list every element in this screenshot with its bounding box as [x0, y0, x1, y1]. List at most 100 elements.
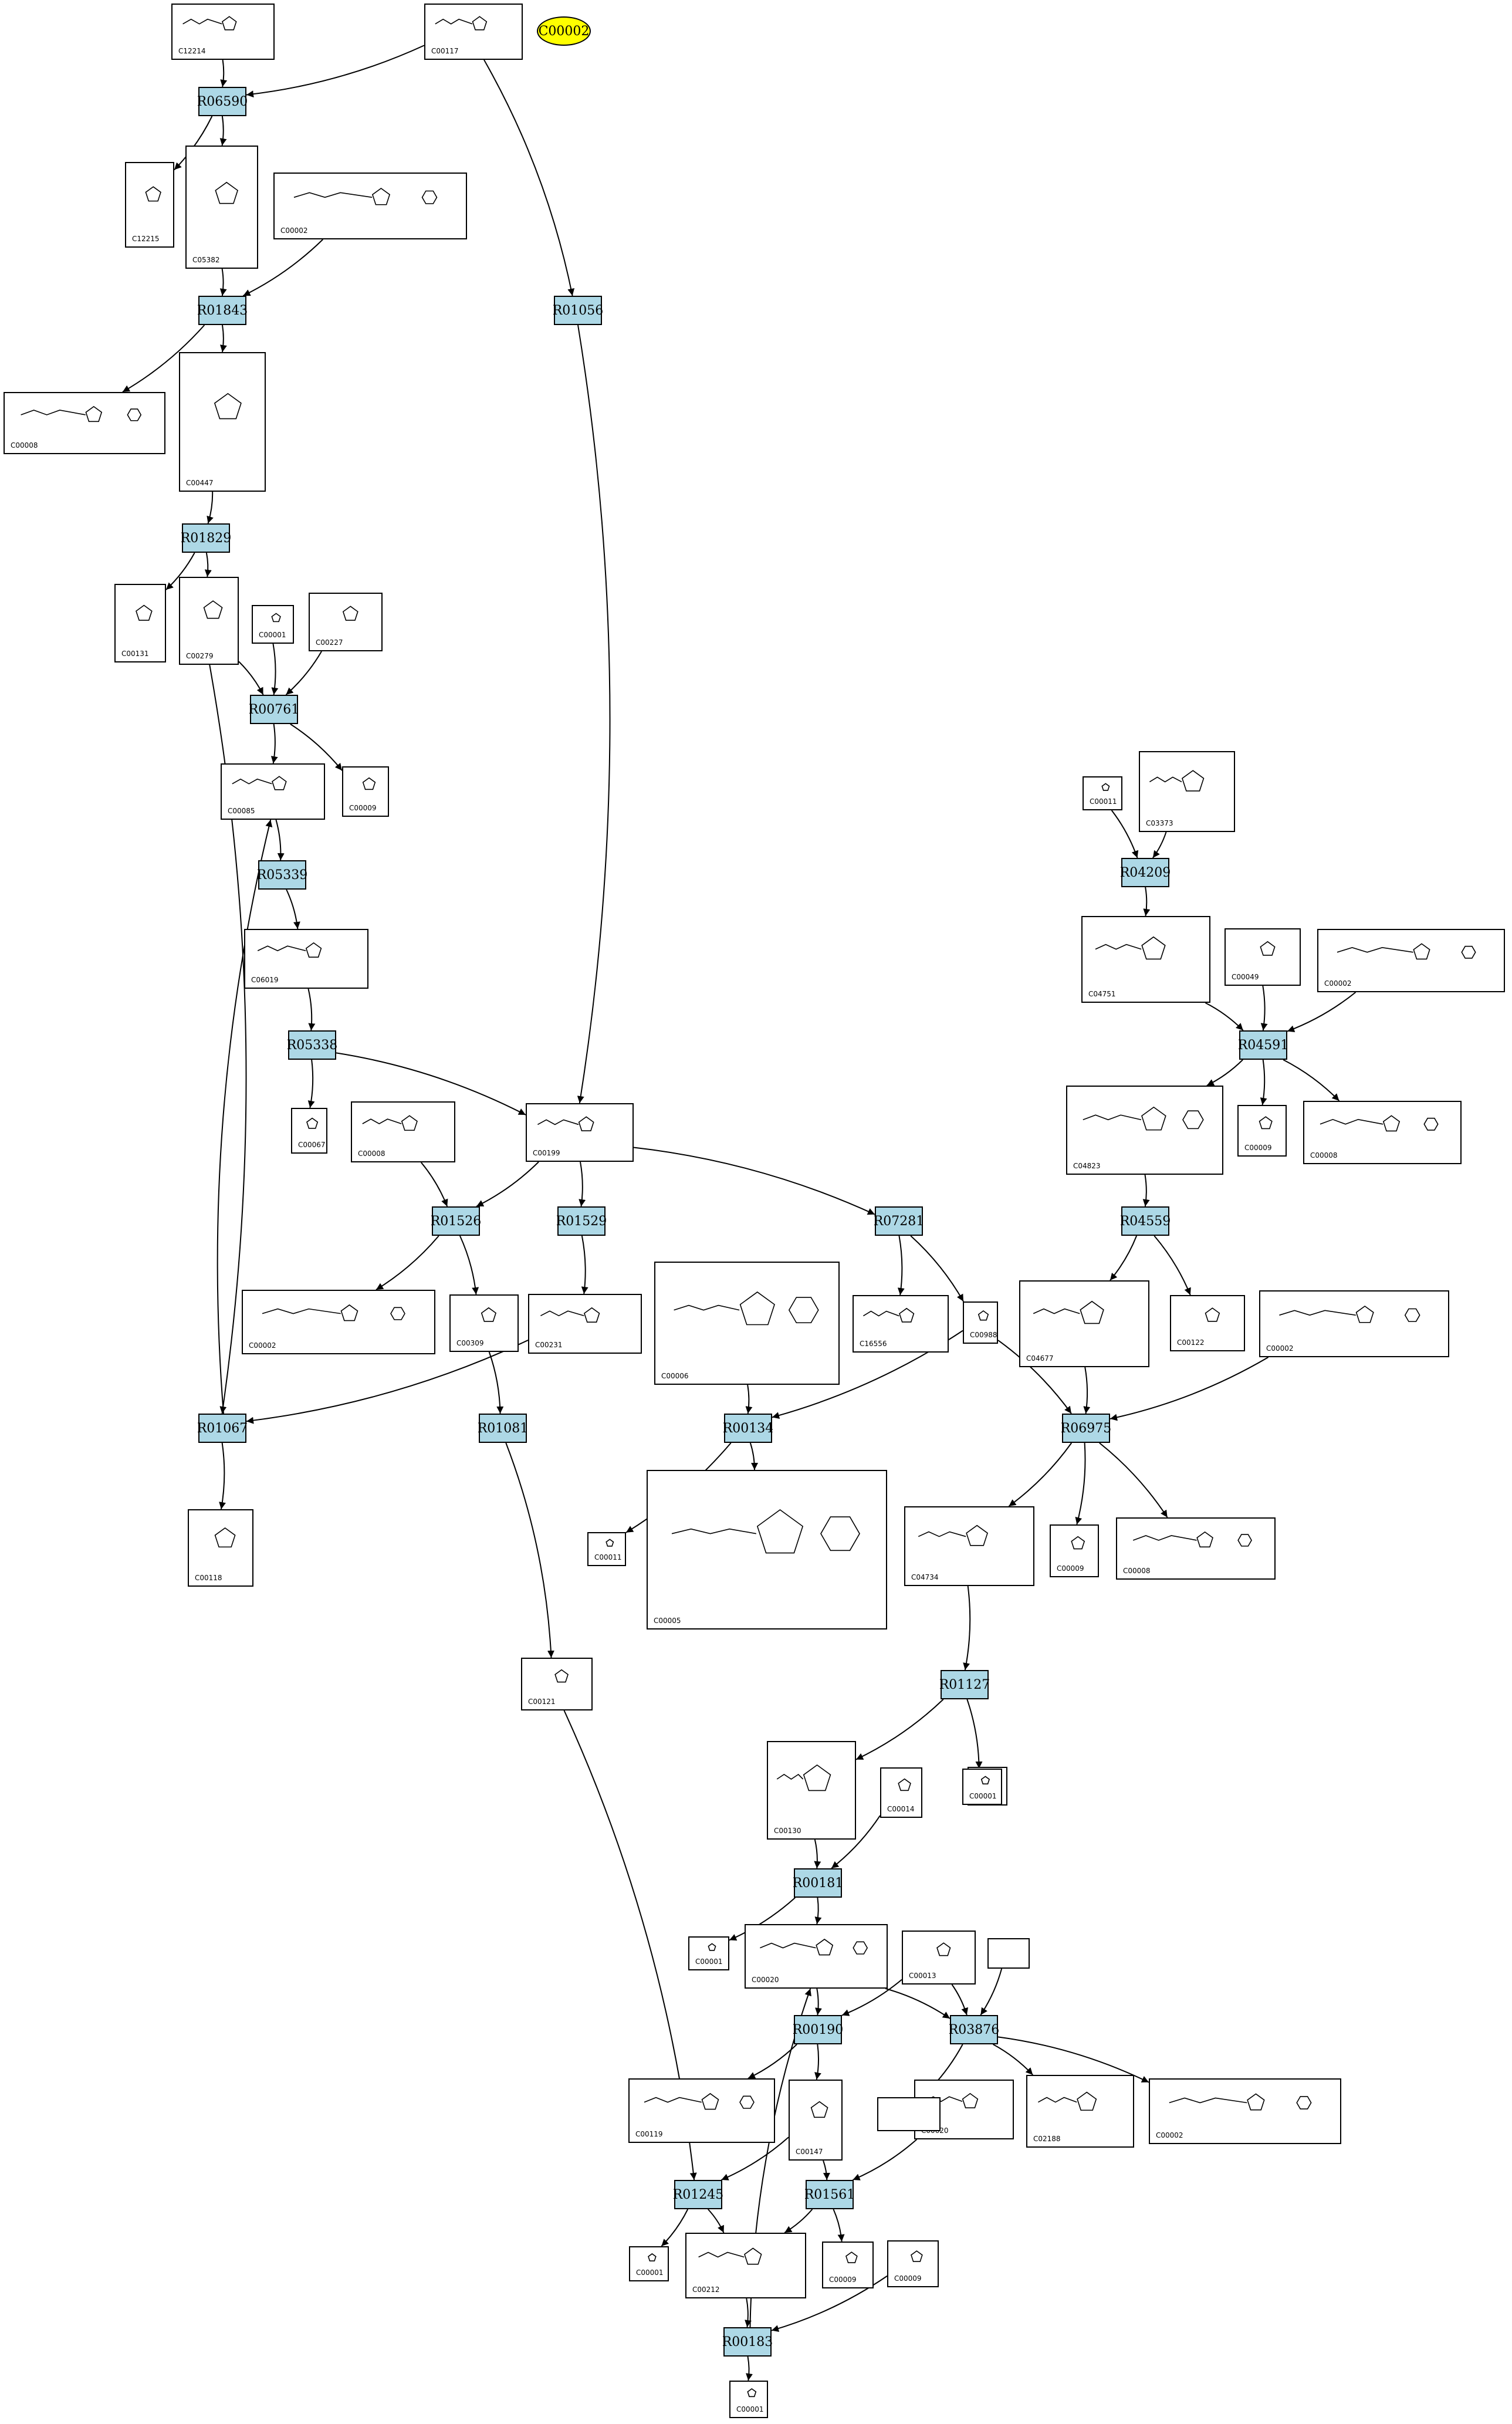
- compound-node[interactable]: C00147: [789, 2080, 843, 2161]
- compound-node[interactable]: C05382: [185, 146, 258, 269]
- compound-node[interactable]: C00118: [188, 1509, 253, 1587]
- pathway-edge: [784, 2209, 813, 2233]
- compound-node[interactable]: C16556: [853, 1295, 949, 1353]
- compound-node[interactable]: C00005: [647, 1470, 887, 1629]
- compound-node[interactable]: C00131: [114, 584, 166, 662]
- compound-node[interactable]: C00119: [628, 2078, 775, 2143]
- compound-node[interactable]: C00122: [1170, 1295, 1245, 1351]
- pathway-edge: [814, 1897, 822, 1925]
- reaction-node[interactable]: R04559: [1120, 1206, 1171, 1236]
- compound-node[interactable]: C03373: [1139, 751, 1235, 832]
- compound-node[interactable]: C00001: [252, 605, 294, 644]
- reaction-node[interactable]: R01829: [181, 523, 231, 553]
- compound-node[interactable]: C04734: [904, 1506, 1034, 1586]
- reaction-node[interactable]: R04209: [1120, 858, 1171, 887]
- reaction-node[interactable]: R00190: [793, 2015, 843, 2044]
- highlight-compound-ellipse[interactable]: C00002: [537, 16, 591, 46]
- compound-node[interactable]: C04677: [1019, 1280, 1149, 1367]
- compound-node[interactable]: C00001: [962, 1769, 1002, 1805]
- compound-id: C00009: [1244, 1144, 1272, 1152]
- reaction-node[interactable]: R01843: [197, 296, 248, 325]
- compound-node[interactable]: C00002: [273, 173, 467, 239]
- compound-node[interactable]: C00009: [1237, 1105, 1287, 1157]
- reaction-node[interactable]: R01067: [197, 1414, 248, 1443]
- compound-node[interactable]: C00009: [822, 2242, 874, 2288]
- pathway-edge: [855, 1699, 944, 1760]
- pathway-edge: [285, 651, 322, 695]
- compound-node[interactable]: C00988: [963, 1301, 998, 1344]
- empty-compound-node[interactable]: [877, 2097, 941, 2131]
- compound-id: C00001: [259, 631, 286, 639]
- compound-id: C00988: [970, 1331, 997, 1339]
- compound-node[interactable]: C12214: [171, 4, 275, 60]
- compound-node[interactable]: C00008: [1116, 1517, 1276, 1580]
- pathway-edge: [815, 1988, 822, 2016]
- pathway-edge: [1075, 1442, 1086, 1525]
- reaction-node[interactable]: R01056: [553, 296, 603, 325]
- reaction-node[interactable]: R01529: [556, 1206, 607, 1236]
- reaction-node[interactable]: R01081: [478, 1414, 528, 1443]
- reaction-node[interactable]: R00761: [249, 695, 299, 724]
- compound-node[interactable]: C04751: [1081, 916, 1210, 1003]
- compound-node[interactable]: C00009: [1050, 1524, 1099, 1577]
- pathway-edge: [729, 1897, 796, 1941]
- compound-node[interactable]: C02188: [1026, 2075, 1134, 2148]
- reaction-node[interactable]: R07281: [874, 1206, 924, 1236]
- compound-node[interactable]: C00117: [424, 4, 523, 60]
- compound-node[interactable]: C00008: [4, 392, 165, 454]
- compound-node[interactable]: C00020: [745, 1924, 888, 1989]
- reaction-node[interactable]: R01526: [431, 1206, 481, 1236]
- reaction-node[interactable]: R05338: [287, 1030, 337, 1060]
- reaction-node[interactable]: R06975: [1061, 1414, 1111, 1443]
- compound-node[interactable]: C00011: [587, 1532, 626, 1566]
- compound-node[interactable]: C00199: [526, 1103, 634, 1162]
- reaction-node[interactable]: R00134: [723, 1414, 773, 1443]
- compound-id: C02188: [1033, 2135, 1061, 2143]
- compound-node[interactable]: C00014: [880, 1767, 922, 1818]
- compound-node[interactable]: C00002: [1259, 1290, 1449, 1357]
- compound-node[interactable]: C00049: [1225, 928, 1301, 986]
- compound-node[interactable]: C00279: [179, 577, 239, 665]
- compound-node[interactable]: C00013: [902, 1931, 976, 1984]
- compound-node[interactable]: C00002: [242, 1290, 435, 1354]
- compound-id: C00227: [316, 638, 343, 647]
- compound-node[interactable]: C00001: [688, 1936, 729, 1970]
- reaction-node[interactable]: R06590: [197, 87, 248, 116]
- compound-node[interactable]: C00006: [654, 1262, 840, 1385]
- compound-node[interactable]: C00067: [291, 1108, 327, 1154]
- compound-node[interactable]: C00009: [887, 2240, 939, 2287]
- pathway-edge: [951, 1984, 969, 2016]
- reaction-node[interactable]: R03876: [949, 2015, 999, 2044]
- compound-node[interactable]: C00130: [767, 1741, 856, 1840]
- reaction-node[interactable]: R04591: [1238, 1030, 1288, 1060]
- compound-node[interactable]: C00227: [309, 593, 383, 651]
- compound-node[interactable]: C00001: [629, 2246, 669, 2281]
- compound-node[interactable]: C12215: [125, 162, 174, 248]
- reaction-node[interactable]: R01127: [939, 1670, 990, 1699]
- compound-node[interactable]: C00008: [1303, 1101, 1462, 1164]
- pathway-edge: [207, 491, 214, 524]
- reaction-node[interactable]: R01561: [804, 2180, 855, 2209]
- compound-node[interactable]: C00008: [351, 1101, 455, 1162]
- compound-node[interactable]: C00002: [1317, 929, 1505, 992]
- reaction-node[interactable]: R01245: [673, 2180, 723, 2209]
- pathway-edge: [1260, 1059, 1267, 1105]
- compound-node[interactable]: C00231: [528, 1294, 642, 1354]
- compound-node[interactable]: C00009: [342, 766, 389, 817]
- compound-node[interactable]: C00001: [729, 2381, 768, 2418]
- compound-node[interactable]: C00011: [1083, 776, 1122, 810]
- compound-node[interactable]: C06019: [244, 929, 368, 989]
- reaction-node[interactable]: R05339: [257, 860, 307, 890]
- compound-node[interactable]: C00212: [685, 2233, 806, 2298]
- compound-node[interactable]: C00447: [179, 352, 266, 492]
- compound-node[interactable]: C00121: [521, 1658, 593, 1710]
- reaction-node[interactable]: R00183: [722, 2327, 773, 2357]
- compound-node[interactable]: C00309: [449, 1294, 519, 1352]
- compound-id: C00231: [535, 1341, 563, 1349]
- compound-node[interactable]: C00085: [221, 763, 325, 820]
- empty-compound-node[interactable]: [987, 1938, 1030, 1969]
- reaction-node[interactable]: R00181: [793, 1868, 843, 1898]
- compound-node[interactable]: C04823: [1066, 1086, 1223, 1175]
- compound-node[interactable]: C00002: [1149, 2078, 1341, 2144]
